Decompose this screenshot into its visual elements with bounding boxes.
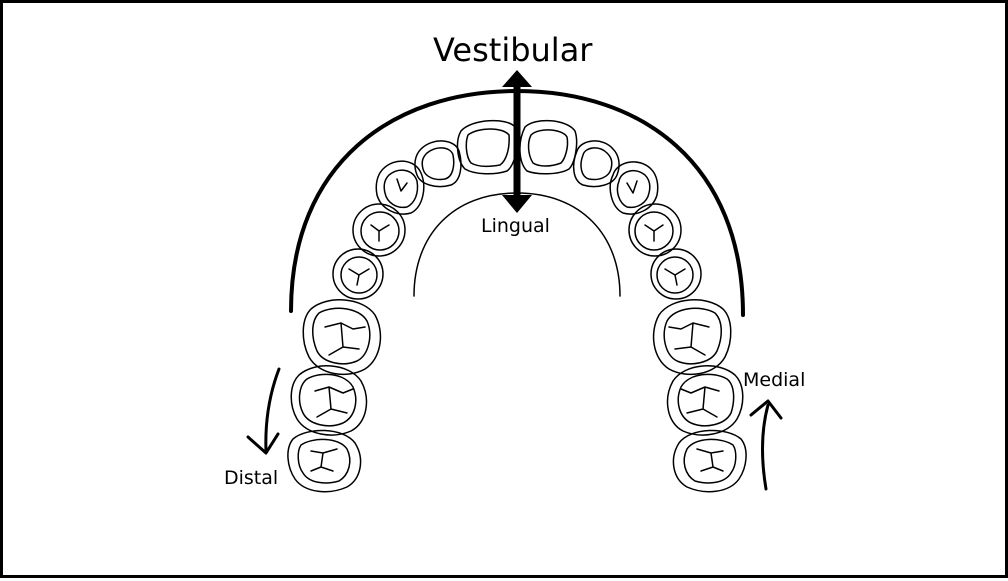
- tooth-second-molar-right: [668, 366, 743, 435]
- tooth-canine-right: [610, 162, 658, 214]
- tooth-canine-left: [376, 161, 424, 214]
- tooth-first-premolar-right: [629, 204, 681, 256]
- tooth-third-molar-left: [288, 430, 361, 491]
- tooth-second-molar-left: [291, 366, 366, 435]
- label-distal: Distal: [224, 467, 278, 489]
- dental-arch-diagram: [3, 3, 1008, 581]
- tooth-lateral-incisor-right: [574, 141, 619, 187]
- tooth-central-incisor-right: [520, 121, 577, 174]
- tooth-lateral-incisor-left: [415, 141, 461, 187]
- tooth-first-molar-left: [303, 300, 380, 375]
- tooth-first-molar-right: [654, 300, 731, 375]
- label-medial: Medial: [743, 369, 805, 391]
- tooth-second-premolar-left: [333, 249, 383, 299]
- distal-arrow: [248, 369, 279, 453]
- medial-arrow: [751, 401, 781, 489]
- tooth-central-incisor-left: [458, 121, 517, 174]
- tooth-first-premolar-left: [353, 204, 405, 256]
- label-vestibular: Vestibular: [433, 31, 592, 69]
- tooth-third-molar-right: [673, 430, 746, 491]
- label-lingual: Lingual: [481, 215, 550, 237]
- tooth-second-premolar-right: [651, 249, 701, 299]
